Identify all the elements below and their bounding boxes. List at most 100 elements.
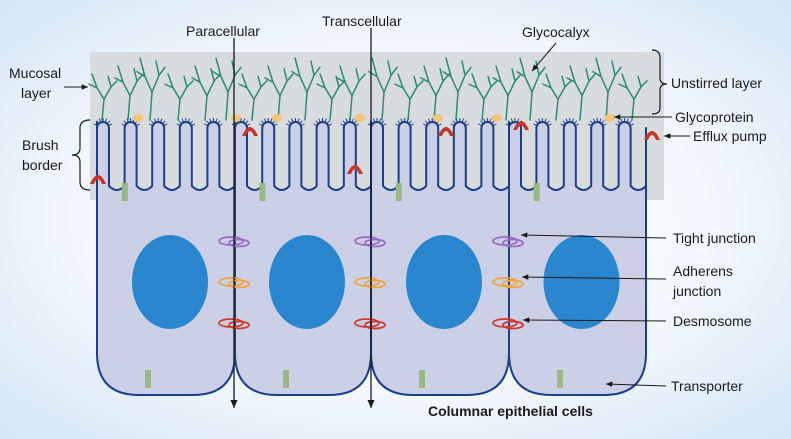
microvillus-fringe [629,123,634,127]
glycoprotein [355,114,365,122]
glycocalyx-strand [566,65,596,121]
microvillus-fringe [480,120,484,125]
microvillus-fringe [424,120,429,125]
efflux-pump [513,121,529,130]
brush-border-brace [71,119,91,191]
microvillus-fringe [98,118,102,123]
nucleus [132,235,208,329]
microvillus-fringe [562,120,566,125]
glycocalyx-layer [88,57,648,121]
glycocalyx-strand [88,73,118,121]
efflux-pump-label: Efflux pump [693,128,767,144]
microvillus-fringe [598,118,602,123]
glycocalyx-strand [164,73,194,121]
glycocalyx-strand [442,57,472,121]
microvillus-fringe [573,120,578,125]
adherens-junction [364,279,386,289]
microvillus-fringe [263,118,267,123]
microvillus-fringe [546,120,550,125]
paracellular-label: Paracellular [186,23,260,39]
microvillus-fringe [575,123,580,127]
microvillus-fringe [313,123,318,127]
glycocalyx-strand [468,73,498,121]
glycocalyx-strand [516,57,546,121]
microvillus-fringe [409,123,414,127]
nucleus [543,235,620,329]
efflux-pump [644,131,660,140]
glycocalyx-strand [316,73,346,121]
glycoprotein [272,114,282,122]
microvillus-fringe [544,118,547,123]
adherens-junction-pointer [521,274,667,280]
microvillus-fringe [478,123,483,127]
glycocalyx-strand [394,73,424,121]
glycocalyx-strand [492,65,522,121]
glycocalyx-strand [368,57,398,121]
microvillus-fringe [380,120,385,125]
glycoprotein [133,114,143,122]
microvillus-fringe [93,123,98,127]
microvillus-fringe [106,120,111,125]
efflux-pump [347,165,363,174]
microvillus-fringe [162,120,166,125]
glycocalyx-strand [618,73,648,121]
glycocalyx-strand [291,57,321,121]
unstirred-layer-label: Unstirred layer [671,75,762,91]
microvillus-fringe [181,118,185,123]
glycoprotein-label: Glycoprotein [675,109,754,125]
microvillus-fringe [461,118,465,123]
microvillus-fringe [395,123,400,127]
microvillus-fringe [315,120,319,125]
microvillus-fringe [297,118,300,123]
microvillus-fringe [507,120,512,125]
glycocalyx-strand [114,65,144,121]
adherens-junction-label-line2: junction [672,283,721,299]
microvillus-fringe [492,123,497,127]
transporter-label: Transporter [671,378,743,394]
microvillus-fringe [258,123,263,127]
glycoprotein [231,114,241,122]
microvillus-fringe [327,123,332,127]
microvillus-fringe [342,120,346,125]
microvillus-fringe [400,118,403,123]
microvillus-fringe [372,118,376,123]
microvillus-fringe [345,118,349,123]
tight-junction [502,238,524,248]
desmosome [228,320,250,330]
microvillus-fringe [324,118,327,123]
microvillus-fringe [378,118,382,123]
tight-junction [228,238,250,248]
microvillus-fringe [489,118,492,123]
efflux-pump [242,127,258,136]
microvillus-fringe [397,120,401,125]
glycoprotein [492,114,502,122]
glycocalyx-strand [212,57,242,121]
unstirred-layer-brace [651,49,668,115]
microvillus-fringe [617,120,621,125]
microvillus-fringe [209,118,212,123]
transcellular-label: Transcellular [322,13,402,29]
glycocalyx-strand [264,65,294,121]
microvillus-fringe [215,118,218,123]
microvillus-fringe [589,120,594,125]
microvillus-fringe [353,120,358,125]
microvillus-fringe [533,123,538,127]
glycoprotein [605,114,615,122]
nucleus [269,235,345,329]
efflux-pump [438,127,454,136]
microvillus-fringe [340,123,345,127]
brush-border-label-line1: Brush [22,137,59,153]
transporter [395,183,402,201]
microvillus-fringe [108,123,113,127]
microvillus-fringe [163,123,168,127]
microvillus-fringe [547,123,552,127]
microvillus-fringe [571,118,575,123]
microvillus-fringe [620,118,623,123]
microvillus-fringe [483,118,486,123]
microvillus-fringe [587,123,592,127]
microvillus-fringe [351,118,355,123]
microvillus-fringe [318,118,321,123]
glycocalyx-strand [191,65,221,121]
caption: Columnar epithelial cells [428,403,593,419]
glycoprotein [433,114,443,122]
